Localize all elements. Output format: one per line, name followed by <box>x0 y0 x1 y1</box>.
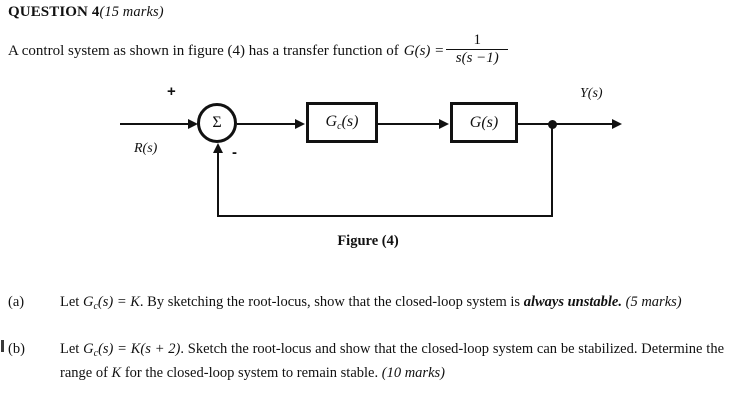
intro-statement: A control system as shown in figure (4) … <box>8 32 510 68</box>
plant-block-label: G(s) <box>469 113 499 131</box>
question-label: QUESTION 4 <box>8 4 100 20</box>
figure-caption: Figure (4) <box>337 233 399 249</box>
part-a-body: Let Gc(s) = K. By sketching the root-loc… <box>60 294 682 312</box>
scan-edge-artifact <box>1 340 4 352</box>
intro-text: A control system as shown in figure (4) … <box>8 42 399 59</box>
feedback-wire-right <box>551 123 553 217</box>
plant-block: G(s) <box>450 102 518 143</box>
part-b-marker: (b) <box>8 341 25 357</box>
question-part-a: (a) Let Gc(s) = K. By sketching the root… <box>8 291 724 315</box>
part-b-body: Let Gc(s) = K(s + 2). Sketch the root-lo… <box>60 341 724 381</box>
page-title: QUESTION 4(15 marks) <box>8 4 164 21</box>
fraction-numerator: 1 <box>473 32 482 48</box>
summing-junction: Σ <box>197 103 237 143</box>
error-arrowhead <box>295 119 305 129</box>
plus-sign-label: + <box>167 83 176 100</box>
transfer-function-lhs: G(s) = <box>403 42 445 59</box>
block-diagram: Σ + - R(s) Gc(s) G(s) Y(s) <box>0 78 736 228</box>
controller-block: Gc(s) <box>306 102 378 143</box>
input-wire <box>120 123 190 125</box>
controller-to-plant-arrowhead <box>439 119 449 129</box>
feedback-wire-left <box>217 152 219 216</box>
output-wire <box>518 123 614 125</box>
input-signal-label: R(s) <box>134 141 158 156</box>
feedback-arrowhead <box>213 143 223 153</box>
question-marks: (15 marks) <box>99 4 164 20</box>
transfer-function-fraction: 1 s(s −1) <box>446 32 509 67</box>
controller-to-plant-wire <box>378 123 440 125</box>
part-a-marker: (a) <box>8 294 25 310</box>
fraction-bar <box>446 49 509 51</box>
input-arrowhead <box>188 119 198 129</box>
minus-sign-label: - <box>232 144 237 161</box>
question-part-b: (b) Let Gc(s) = K(s + 2). Sketch the roo… <box>8 338 724 385</box>
output-signal-label: Y(s) <box>580 86 603 101</box>
sigma-icon: Σ <box>212 114 222 131</box>
output-arrowhead <box>612 119 622 129</box>
feedback-wire-bottom <box>217 215 553 217</box>
error-wire <box>237 123 297 125</box>
fraction-denominator: s(s −1) <box>455 50 499 67</box>
controller-block-label: Gc(s) <box>325 113 359 132</box>
